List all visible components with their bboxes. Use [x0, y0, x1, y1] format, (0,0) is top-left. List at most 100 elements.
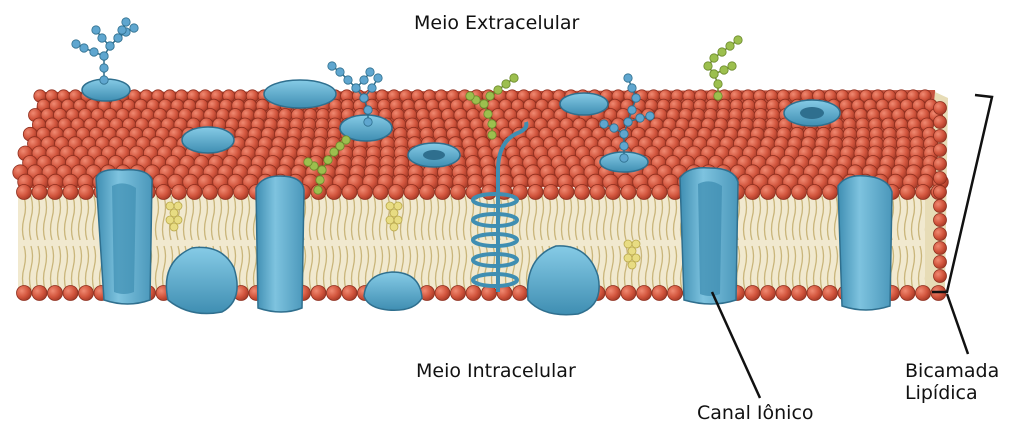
- sugar-bead: [98, 34, 106, 42]
- sugar-bead: [624, 74, 632, 82]
- sugar-bead: [646, 112, 654, 120]
- phospholipid-head: [79, 185, 94, 200]
- sugar-bead: [710, 54, 718, 62]
- phospholipid-head: [668, 286, 683, 301]
- sugar-bead: [488, 120, 496, 128]
- phospholipid-head: [342, 286, 357, 301]
- phospholipid-head: [48, 286, 63, 301]
- transmembrane-protein-2: [256, 176, 304, 312]
- phospholipid-head: [652, 185, 667, 200]
- sugar-bead: [130, 24, 138, 32]
- phospholipid-head: [652, 286, 667, 301]
- phospholipid-head: [934, 214, 947, 227]
- phospholipid-head: [342, 185, 357, 200]
- sugar-bead: [344, 76, 352, 84]
- phospholipid-head: [934, 130, 947, 143]
- sugar-bead: [92, 26, 100, 34]
- phospholipid-head: [776, 185, 791, 200]
- sugar-bead: [484, 110, 492, 118]
- sugar-bead: [720, 66, 728, 74]
- sugar-bead: [632, 94, 640, 102]
- phospholipid-head: [823, 185, 838, 200]
- sugar-bead: [374, 74, 382, 82]
- phospholipid-head: [621, 185, 636, 200]
- sugar-bead: [620, 154, 628, 162]
- top-protein-ring-1: [408, 143, 460, 167]
- sugar-bead: [106, 42, 114, 50]
- phospholipid-head: [776, 286, 791, 301]
- sugar-bead: [510, 74, 518, 82]
- transmembrane-protein-3: [838, 176, 892, 310]
- bilayer-leader-line: [947, 294, 968, 354]
- phospholipid-head: [559, 185, 574, 200]
- cholesterol-unit: [390, 223, 398, 231]
- phospholipid-head: [32, 185, 47, 200]
- sugar-bead: [728, 62, 736, 70]
- sugar-bead: [726, 42, 734, 50]
- sugar-bead: [304, 158, 312, 166]
- sugar-bead: [480, 100, 488, 108]
- phospholipid-head: [621, 286, 636, 301]
- sugar-bead: [118, 26, 126, 34]
- phospholipid-head: [792, 286, 807, 301]
- top-protein-ring-2: [784, 100, 840, 126]
- sugar-bead: [502, 80, 510, 88]
- phospholipid-head: [745, 286, 760, 301]
- sugar-bead: [314, 186, 322, 194]
- phospholipid-head: [451, 286, 466, 301]
- phospholipid-head: [606, 286, 621, 301]
- phospholipid-head: [63, 286, 78, 301]
- sugar-bead: [364, 106, 372, 114]
- phospholipid-head: [172, 185, 187, 200]
- phospholipid-head: [934, 200, 947, 213]
- sugar-bead: [90, 48, 98, 56]
- extracellular-label: Meio Extracelular: [414, 12, 579, 34]
- sugar-bead: [636, 114, 644, 122]
- phospholipid-head: [435, 185, 450, 200]
- top-protein-dome-2: [182, 127, 234, 153]
- sugar-bead: [342, 136, 350, 144]
- phospholipid-head: [234, 185, 249, 200]
- phospholipid-head: [482, 185, 497, 200]
- phospholipid-head: [590, 185, 605, 200]
- phospholipid-head: [934, 116, 947, 129]
- ion-channel-label: Canal Iônico: [697, 402, 814, 424]
- sugar-bead: [704, 62, 712, 70]
- phospholipid-head: [466, 286, 481, 301]
- sugar-bead: [360, 94, 368, 102]
- sugar-bead: [714, 92, 722, 100]
- sugar-bead: [360, 76, 368, 84]
- phospholipid-head: [327, 286, 342, 301]
- phospholipid-head: [203, 185, 218, 200]
- phospholipid-head: [389, 185, 404, 200]
- phospholipid-head: [934, 228, 947, 241]
- sugar-bead: [80, 44, 88, 52]
- sugar-bead: [628, 106, 636, 114]
- phospholipid-head: [916, 185, 931, 200]
- phospholipid-head: [156, 185, 171, 200]
- phospholipid-head: [934, 186, 947, 199]
- phospholipid-head: [435, 286, 450, 301]
- sugar-bead: [710, 70, 718, 78]
- sugar-bead: [316, 176, 324, 184]
- ion-channel-protein: [680, 168, 738, 304]
- sugar-bead: [114, 34, 122, 42]
- phospholipid-head: [637, 286, 652, 301]
- phospholipid-head: [575, 185, 590, 200]
- sugar-bead: [486, 92, 494, 100]
- phospholipid-head: [451, 185, 466, 200]
- sugar-bead: [72, 40, 80, 48]
- sugar-bead: [100, 64, 108, 72]
- transmembrane-protein-1: [96, 170, 152, 304]
- sugar-bead: [488, 131, 496, 139]
- phospholipid-head: [637, 185, 652, 200]
- phospholipid-head: [544, 185, 559, 200]
- sugar-bead: [352, 84, 360, 92]
- phospholipid-head: [528, 185, 543, 200]
- sugar-bead: [466, 92, 474, 100]
- phospholipid-head: [513, 286, 528, 301]
- phospholipid-head: [916, 286, 931, 301]
- phospholipid-head: [79, 286, 94, 301]
- phospholipid-head: [327, 185, 342, 200]
- peripheral-protein-2: [364, 272, 422, 310]
